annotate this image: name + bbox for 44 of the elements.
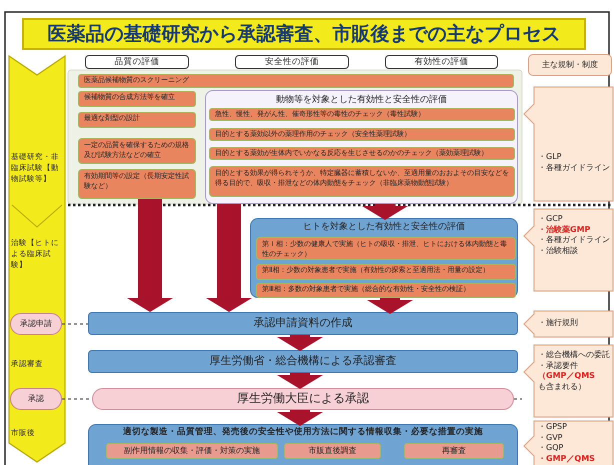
regulation-item: ・総合機構への委託 (538, 350, 610, 360)
group-panel (250, 218, 518, 298)
process-box: 副作用情報の収集・評価・対策の実施 (106, 443, 278, 459)
regulation-item: も含まれる） (538, 382, 587, 392)
arrow (367, 298, 413, 314)
stage-pill: 承認申請 (10, 313, 62, 335)
arrow (206, 204, 252, 312)
group-panel (205, 90, 518, 204)
dashed-connector (514, 398, 522, 400)
group-panel (88, 424, 518, 465)
process-box: 厚生労働大臣による承認 (92, 388, 514, 410)
title-banner: 医薬品の基礎研究から承認審査、市販後までの主なプロセス (22, 18, 586, 50)
regulation-item: ・治験相談 (538, 246, 579, 256)
heading-box: 主な規制・制度 (528, 54, 612, 76)
group-heading: 適切な製造・品質管理、発売後の安全性や使用方法に関する情報収集・必要な措置の実施 (122, 428, 484, 438)
arrow (277, 410, 323, 426)
column-heading-box: 安全性の評価 (235, 55, 349, 69)
process-box: 再審査 (404, 443, 504, 459)
group-heading: 動物等を対象とした有効性と安全性の評価 (275, 95, 448, 106)
column-heading-box: 品質の評価 (85, 55, 189, 69)
regulation-item: ・各種ガイドライン (538, 162, 610, 173)
arrow (362, 204, 408, 220)
regulation-item: ・GLP (538, 152, 562, 162)
arrow (277, 335, 323, 351)
arrow (127, 199, 173, 312)
group-heading: ヒトを対象とした有効性と安全性の評価 (302, 222, 466, 232)
regulation-item: ・GPSP (538, 422, 568, 432)
regulation-item: ・治験薬GMP (538, 224, 592, 235)
regulation-item: ・GCP (538, 214, 564, 224)
regulation-item: ・GMP／QMS (538, 454, 596, 464)
regulation-item: ・GVP (538, 432, 564, 443)
regulation-item: ・施行規則 (538, 318, 579, 328)
dashed-connector (62, 323, 88, 325)
process-box: 承認申請資料の作成 (88, 312, 518, 335)
regulation-item: ・承認要件 (538, 360, 579, 371)
dashed-connector (62, 398, 92, 400)
arrow (277, 373, 323, 389)
process-box: 市販直後調査 (284, 443, 381, 459)
regulation-item: ・各種ガイドライン (538, 235, 610, 246)
regulation-item: （GMP／QMS (538, 371, 596, 382)
regulation-item: ・GQP (538, 443, 564, 454)
column-heading-box: 有効性の評価 (385, 55, 498, 69)
stage-pill: 承認 (10, 388, 62, 410)
process-box: 厚生労働省・総合機構による承認審査 (88, 350, 518, 373)
